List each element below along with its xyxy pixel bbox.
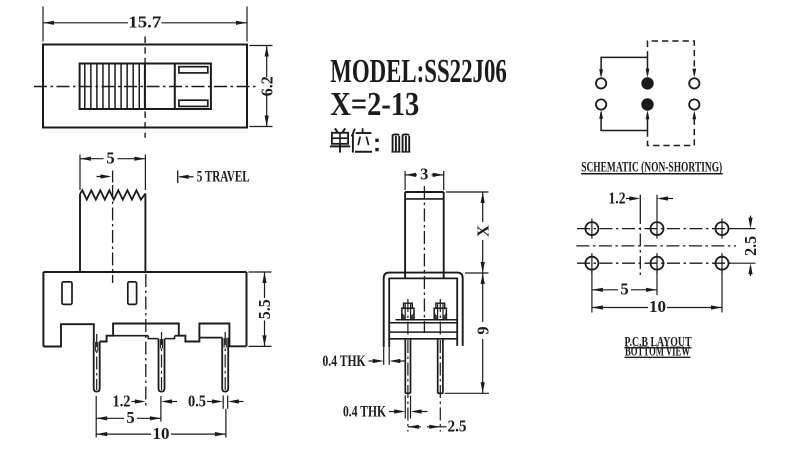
svg-text:9: 9 (473, 326, 492, 334)
svg-text:5: 5 (126, 408, 134, 427)
svg-text:0.4 THK: 0.4 THK (343, 404, 386, 421)
svg-text:P.C.B LAYOUT: P.C.B LAYOUT (625, 334, 692, 349)
svg-text:X: X (473, 225, 492, 237)
svg-text:10: 10 (153, 424, 170, 443)
svg-text:15.7: 15.7 (128, 13, 162, 32)
svg-text:1.2: 1.2 (113, 392, 131, 411)
svg-text:3: 3 (420, 165, 428, 184)
svg-text:5.5: 5.5 (255, 299, 274, 319)
svg-text:BOTTOM VIEW: BOTTOM VIEW (625, 344, 690, 359)
svg-text:0.4 THK: 0.4 THK (323, 353, 366, 370)
svg-text:MODEL:SS22J06: MODEL:SS22J06 (330, 53, 507, 90)
svg-text:1.2: 1.2 (609, 188, 626, 207)
svg-text:10: 10 (649, 297, 666, 316)
svg-text:0.5: 0.5 (188, 392, 206, 411)
svg-text:2.5: 2.5 (741, 236, 760, 256)
svg-text:5 TRAVEL: 5 TRAVEL (197, 169, 250, 186)
svg-text:2.5: 2.5 (448, 416, 467, 435)
svg-text:X=2-13: X=2-13 (330, 86, 419, 123)
svg-text:6.2: 6.2 (257, 76, 276, 96)
svg-text:SCHEMATIC (NON-SHORTING): SCHEMATIC (NON-SHORTING) (581, 159, 722, 175)
svg-text:5: 5 (620, 279, 628, 298)
svg-text:5: 5 (106, 148, 114, 167)
